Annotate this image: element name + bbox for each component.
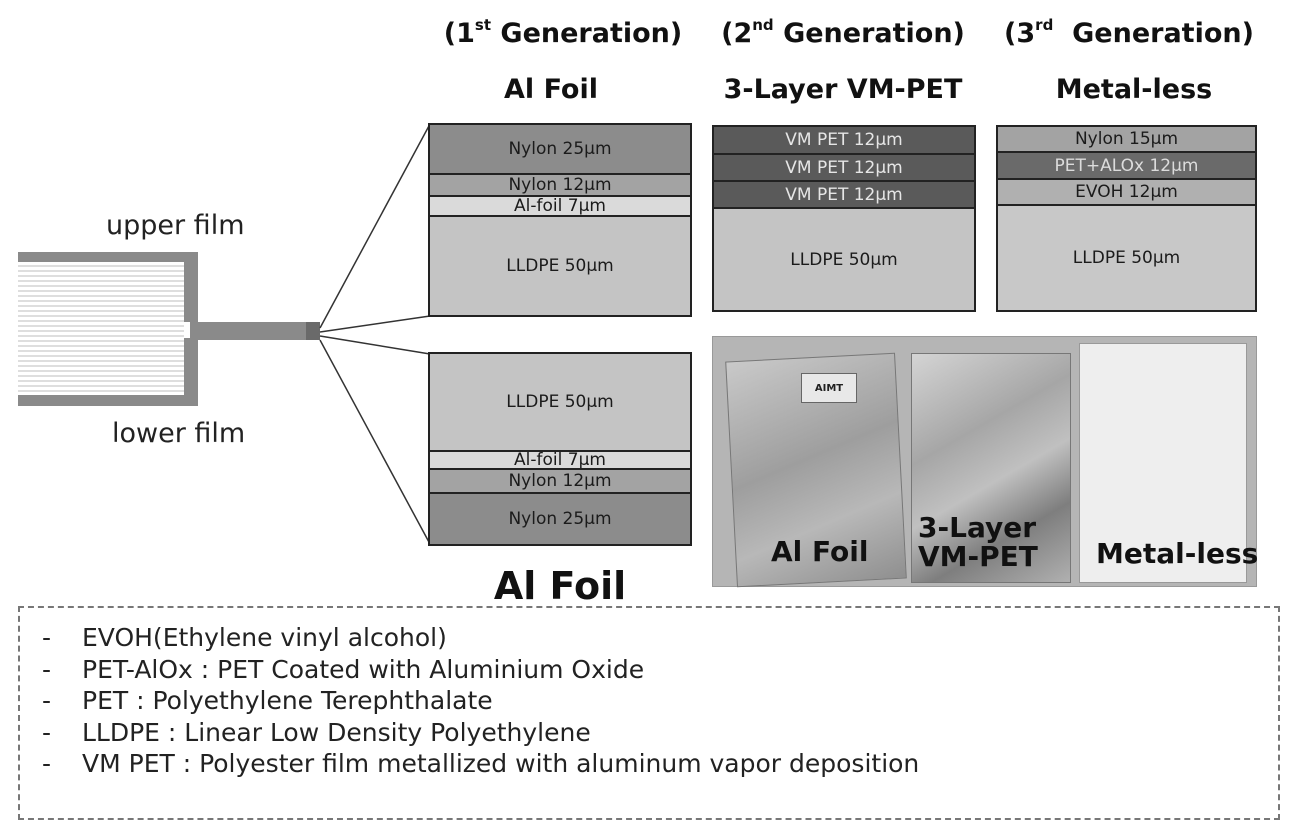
film-diagram [18, 123, 431, 545]
pouch-sticker: AIMT [801, 373, 857, 403]
layer-nylon-12: Nylon 12μm [430, 175, 690, 197]
layer-lldpe: LLDPE 50μm [430, 217, 690, 315]
layer-nylon-25: Nylon 25μm [430, 125, 690, 175]
bottom-label-al-foil: Al Foil [493, 564, 627, 608]
film-tab-edge [306, 322, 320, 340]
layer-nylon-25: Nylon 25μm [430, 494, 690, 544]
lower-film-label: lower film [112, 418, 246, 449]
layer-vm-pet-2: VM PET 12μm [714, 155, 974, 182]
film-inner-lines [18, 262, 184, 395]
metal-less-pouch [1079, 343, 1247, 583]
layer-evoh: EVOH 12μm [998, 180, 1255, 206]
legend-item: -PET : Polyethylene Terephthalate [42, 686, 493, 715]
film-tab [190, 322, 320, 340]
layer-lldpe: LLDPE 50μm [998, 206, 1255, 310]
legend-item: -VM PET : Polyester film metallized with… [42, 749, 920, 778]
vm-pet-pouch [911, 353, 1071, 583]
film-line-pattern [18, 265, 184, 392]
metal-less-stack: Nylon 15μm PET+ALOx 12μm EVOH 12μm LLDPE… [996, 125, 1257, 312]
photo-label-vm-pet: 3-Layer VM-PET [918, 511, 1038, 574]
gen-title-al-foil: Al Foil [504, 74, 598, 105]
legend-box: -EVOH(Ethylene vinyl alcohol) -PET-AlOx … [18, 606, 1280, 820]
layer-al-foil: Al-foil 7μm [430, 197, 690, 217]
layer-vm-pet-3: VM PET 12μm [714, 182, 974, 209]
al-foil-lower-stack: LLDPE 50μm Al-foil 7μm Nylon 12μm Nylon … [428, 352, 692, 546]
pouch-photo: AIMT Al Foil 3-Layer VM-PET Metal-less [712, 336, 1259, 588]
upper-film-label: upper film [106, 210, 245, 241]
layer-nylon-12: Nylon 12μm [430, 470, 690, 494]
gen-header-1: (1st Generation) [443, 16, 683, 49]
zoom-line-upper-top [319, 123, 431, 329]
legend-item: -EVOH(Ethylene vinyl alcohol) [42, 623, 447, 652]
photo-label-al-foil: Al Foil [771, 535, 869, 568]
layer-lldpe: LLDPE 50μm [430, 354, 690, 452]
zoom-line-lower-bottom [319, 339, 431, 545]
gen-title-vm-pet: 3-Layer VM-PET [723, 74, 963, 105]
vm-pet-stack: VM PET 12μm VM PET 12μm VM PET 12μm LLDP… [712, 125, 976, 312]
photo-label-metal-less: Metal-less [1096, 537, 1259, 570]
zoom-line-lower-top [319, 335, 431, 355]
legend-item: -LLDPE : Linear Low Density Polyethylene [42, 717, 591, 747]
layer-lldpe: LLDPE 50μm [714, 209, 974, 310]
gen-title-metal-less: Metal-less [1055, 74, 1213, 105]
legend-item: -PET-AlOx : PET Coated with Aluminium Ox… [42, 654, 645, 684]
zoom-line-upper-bottom [319, 315, 431, 333]
layer-nylon-15: Nylon 15μm [998, 127, 1255, 153]
gen-header-3: (3rd Generation) [1004, 16, 1254, 49]
layer-al-foil: Al-foil 7μm [430, 452, 690, 470]
al-foil-upper-stack: Nylon 25μm Nylon 12μm Al-foil 7μm LLDPE … [428, 123, 692, 317]
gen-header-2: (2nd Generation) [721, 16, 965, 49]
layer-vm-pet-1: VM PET 12μm [714, 127, 974, 155]
layer-pet-alox: PET+ALOx 12μm [998, 153, 1255, 180]
